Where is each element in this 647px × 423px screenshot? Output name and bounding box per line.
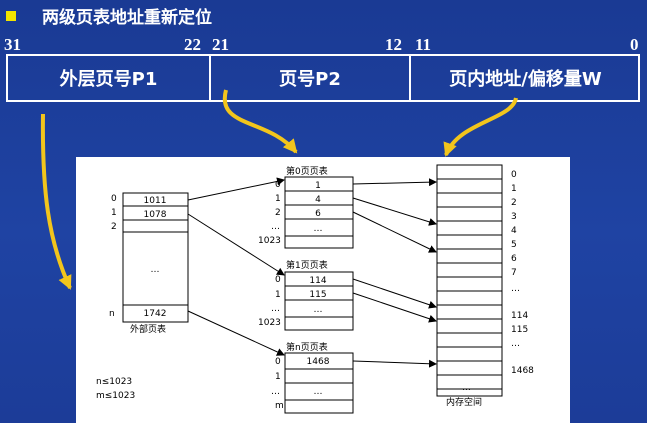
- outer-index-2: 2: [111, 222, 117, 232]
- memory-address-label: 6: [511, 254, 517, 264]
- outer-entry-ellipsis: …: [151, 265, 160, 275]
- outer-index-1: 1: [111, 208, 117, 218]
- ptn-index-dots: …: [271, 387, 280, 397]
- pt0-entry-0: 1: [315, 181, 321, 191]
- arrow-pt0-2: [352, 211, 437, 253]
- outer-table-body: [122, 192, 189, 323]
- bit-label-0: 0: [630, 35, 639, 54]
- memory-address-label: 115: [511, 325, 528, 335]
- memory-address-label: 1: [511, 184, 517, 194]
- pt0-entry-2: 6: [315, 209, 321, 219]
- yellow-arrow-p1-to-outer: [40, 113, 72, 290]
- ptn-entry-dots: …: [314, 387, 323, 397]
- memory-bottom-dots: …: [462, 383, 471, 393]
- logical-address-box: [6, 54, 640, 102]
- arrow-pt1-1: [352, 292, 437, 323]
- page-table-1: 第1页页表 0 1 … 1023 114 115 …: [258, 259, 354, 331]
- segment-divider: [209, 54, 211, 102]
- bit-label-21: 21: [212, 35, 229, 54]
- bit-label-12: 12: [385, 35, 402, 54]
- note-m: m≤1023: [96, 391, 135, 401]
- memory-column: [436, 164, 503, 397]
- pt0-entry-1: 4: [315, 195, 321, 205]
- pt0-index-2: 2: [275, 208, 281, 218]
- memory-address-label: 1468: [511, 366, 534, 376]
- outer-entry-n: 1742: [144, 309, 167, 319]
- memory-address-label: 3: [511, 212, 517, 222]
- pt1-entry-1: 115: [309, 290, 326, 300]
- arrow-outer1-to-pt1: [187, 213, 285, 276]
- pt0-index-1023: 1023: [258, 236, 281, 246]
- outer-page-number-field: 外层页号P1: [59, 69, 158, 90]
- page-table-n: 第n页页表 0 1 … m 1468 …: [271, 341, 354, 414]
- ptn-index-1: 1: [275, 372, 281, 382]
- outer-index-0: 0: [111, 194, 117, 204]
- ptn-index-m: m: [275, 401, 284, 411]
- page-table-n-title: 第n页页表: [286, 341, 328, 353]
- page-offset-field: 页内地址/偏移量W: [449, 69, 602, 90]
- outer-table-caption: 外部页表: [130, 323, 166, 335]
- arrow-pt0-1: [352, 197, 437, 226]
- outer-entry-0: 1011: [144, 196, 167, 206]
- memory-address-label: 4: [511, 226, 517, 236]
- arrow-outern-to-ptn: [187, 310, 285, 356]
- memory-address-label: 2: [511, 198, 517, 208]
- memory-address-label: …: [511, 284, 520, 294]
- page-table-1-title: 第1页页表: [286, 259, 328, 271]
- ptn-index-0: 0: [275, 357, 281, 367]
- bit-label-31: 31: [4, 35, 21, 54]
- pt0-index-dots: …: [271, 222, 280, 232]
- bit-label-11: 11: [415, 35, 432, 54]
- mapping-arrows: [187, 177, 437, 368]
- slide-title: 两级页表地址重新定位: [42, 8, 212, 28]
- note-n: n≤1023: [96, 377, 132, 387]
- pt1-entry-0: 114: [309, 276, 326, 286]
- title-bullet: [6, 4, 16, 28]
- yellow-arrow-w-to-memory: [443, 97, 518, 157]
- memory-caption: 内存空间: [446, 396, 482, 408]
- ptn-entry-0: 1468: [307, 357, 330, 367]
- arrow-ptn-0: [352, 359, 437, 368]
- arrow-pt0-0: [352, 178, 437, 187]
- page-table-0: 第0页页表 0 1 2 … 1023 1 4 6 …: [258, 165, 354, 249]
- pt1-index-1023: 1023: [258, 318, 281, 328]
- page-table-1-body: [284, 271, 354, 331]
- yellow-arrows: [40, 89, 518, 290]
- memory-address-label: 0: [511, 170, 517, 180]
- pt0-entry-dots: …: [314, 224, 323, 234]
- memory-address-label: 7: [511, 268, 517, 278]
- memory-address-label: …: [511, 339, 520, 349]
- pt0-index-1: 1: [275, 194, 281, 204]
- outer-page-table: 0 1 2 n 1011 1078 … 1742 外部页表: [109, 192, 189, 335]
- yellow-arrow-p2-to-pagetable: [222, 89, 298, 154]
- pt1-index-1: 1: [275, 290, 281, 300]
- memory-address-label: 5: [511, 240, 517, 250]
- arrow-pt1-0: [352, 278, 437, 309]
- pt1-index-0: 0: [275, 275, 281, 285]
- pt1-entry-dots: …: [314, 305, 323, 315]
- outer-index-n: n: [109, 309, 115, 319]
- arrow-outer0-to-pt0: [187, 177, 285, 201]
- outer-entry-1: 1078: [144, 210, 167, 220]
- pt1-index-dots: …: [271, 304, 280, 314]
- memory-space: 0 1 2 3 4 5 6 7 … 114 115 … 1468 … 内存空间: [436, 164, 534, 408]
- page-table-0-title: 第0页页表: [286, 165, 328, 177]
- page-number-field: 页号P2: [279, 69, 341, 90]
- segment-divider: [409, 54, 411, 102]
- memory-address-label: 114: [511, 311, 528, 321]
- bit-label-22: 22: [184, 35, 201, 54]
